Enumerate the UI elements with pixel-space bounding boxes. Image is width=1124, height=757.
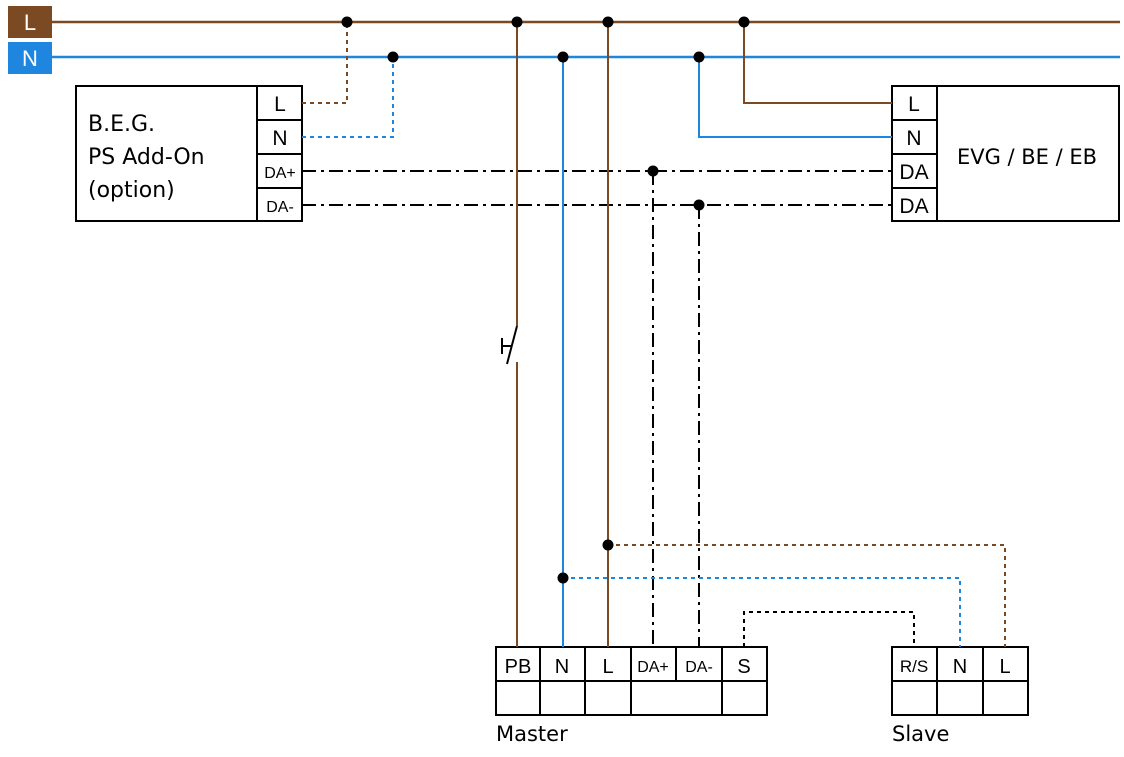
ballast-terminal-da1: DA [899,161,928,184]
junction-dots [341,16,750,584]
junction-dot-icon [557,572,569,584]
slave-live-wire [608,544,1006,647]
ballast-terminal-da2: DA [899,195,928,218]
addon-terminal-l: L [274,93,286,116]
slave-terminal-n: N [953,656,967,678]
ballast-module: EVG / BE / EB L N DA DA [891,85,1120,222]
master-terminal-da-plus: DA+ [637,659,669,676]
addon-terminal-da-minus: DA- [266,199,294,216]
master-terminal-n: N [555,656,569,678]
master-module: PB N L DA+ DA- S Master [495,646,768,746]
slave-rs-wire [743,611,915,647]
addon-name-line2: PS Add-On [88,145,205,170]
junction-dot-icon [557,51,569,63]
master-terminal-da-minus: DA- [685,659,713,676]
junction-dot-icon [693,199,705,211]
junction-dot-icon [738,16,750,28]
junction-dot-icon [647,165,659,177]
push-button-switch-icon [501,318,518,372]
addon-name-line3: (option) [88,178,175,203]
junction-dot-icon [341,16,353,28]
junction-dot-icon [602,16,614,28]
master-terminal-s: S [737,656,750,678]
slave-neutral-wire [563,577,961,647]
ballast-terminal-l: L [908,93,920,116]
slave-module: R/S N L Slave [891,646,1029,746]
junction-dot-icon [693,51,705,63]
slave-label: Slave [892,722,949,746]
addon-neutral-wire [302,57,394,138]
slave-terminal-l: L [999,656,1010,678]
junction-dot-icon [511,16,523,28]
live-rail-label-box [8,6,52,38]
slave-terminal-rs: R/S [900,657,928,676]
master-terminal-pb: PB [505,656,532,678]
ballast-live-wire [743,22,892,104]
live-rail-label: L [24,10,36,35]
addon-terminal-da-plus: DA+ [264,165,296,182]
addon-module: B.E.G. PS Add-On (option) L N DA+ DA- [75,85,303,222]
master-terminal-l: L [602,656,613,678]
ballast-neutral-wire [698,57,892,138]
neutral-rail-label: N [22,46,38,71]
addon-terminal-n: N [272,127,287,150]
addon-name-line1: B.E.G. [88,112,155,137]
ballast-terminal-n: N [906,127,921,150]
master-label: Master [496,722,568,746]
junction-dot-icon [387,51,399,63]
addon-live-wire [302,22,348,104]
ballast-name: EVG / BE / EB [957,145,1097,169]
neutral-rail-label-box [8,42,52,74]
junction-dot-icon [602,539,614,551]
